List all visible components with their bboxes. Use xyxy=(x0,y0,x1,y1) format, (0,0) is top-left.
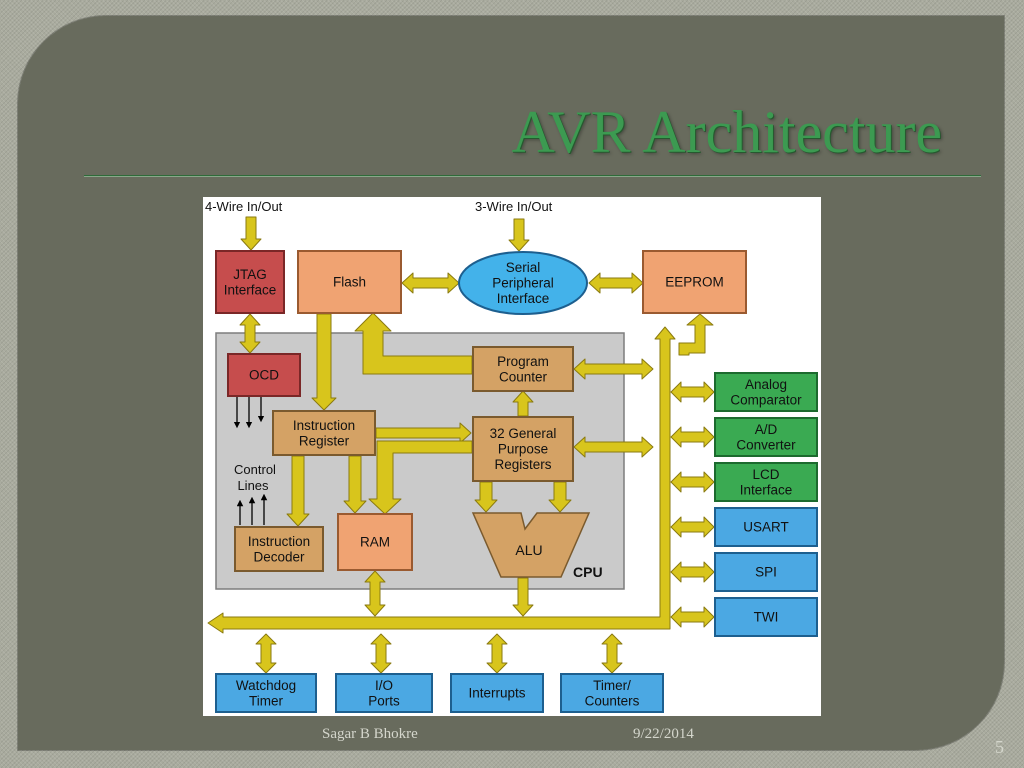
slide-title: AVR Architecture xyxy=(511,99,942,165)
bottom-bus-arrow-1 xyxy=(255,633,277,674)
serial-peripheral-interface-label-1: Serial xyxy=(506,260,541,275)
pc-flash-arrow xyxy=(354,312,473,375)
gp-bus-arrow xyxy=(573,436,654,458)
program-counter-block xyxy=(472,346,574,392)
timers-block xyxy=(560,673,664,713)
ram-bus-arrow xyxy=(364,570,386,617)
pc-bus-arrow xyxy=(573,358,654,380)
alu-bus-arrow xyxy=(512,577,534,617)
program-counter-label-2: Counter xyxy=(499,369,548,384)
interrupts-block xyxy=(450,673,544,713)
flash-block xyxy=(297,250,402,314)
ram-block xyxy=(337,513,413,571)
ocd-block xyxy=(227,353,301,397)
four-wire-label: 4-Wire In/Out xyxy=(205,199,283,214)
timers-label-1: Timer/ xyxy=(593,678,631,693)
flash-spi-arrow xyxy=(401,272,460,294)
spi-input-arrow xyxy=(508,218,530,252)
watchdog-label-2: Timer xyxy=(249,693,283,708)
io-ports-block xyxy=(335,673,433,713)
three-wire-label: 3-Wire In/Out xyxy=(475,199,553,214)
gp-alu-arrow-2 xyxy=(548,481,572,513)
eeprom-label-1: EEPROM xyxy=(665,275,724,290)
gp-registers-label-2: Purpose xyxy=(498,442,548,457)
watchdog-label-1: Watchdog xyxy=(236,678,296,693)
peripheral-bus-arrow-2 xyxy=(670,426,715,448)
spi-eeprom-arrow xyxy=(588,272,644,294)
twi-label-1: TWI xyxy=(754,610,779,625)
flash-ir-arrow xyxy=(311,313,337,411)
control-lines-label-2: Lines xyxy=(237,478,269,493)
jtag-label-2: Interface xyxy=(224,282,277,297)
gp-ram-arrow xyxy=(368,440,473,515)
io-ports-label-1: I/O xyxy=(375,678,393,693)
gp-registers-label-3: Registers xyxy=(494,457,551,472)
lcd-interface-label-1: LCD xyxy=(752,467,779,482)
serial-peripheral-interface-label-3: Interface xyxy=(497,291,550,306)
control-lines-label-1: Control xyxy=(234,462,276,477)
ir-decoder-arrow xyxy=(286,455,310,527)
analog-comparator-label-2: Comparator xyxy=(730,392,802,407)
ad-converter-label-1: A/D xyxy=(755,422,778,437)
interrupts-label-1: Interrupts xyxy=(468,686,525,701)
instruction-register-block xyxy=(272,410,376,456)
page-number: 5 xyxy=(995,737,1004,757)
ad-converter-block xyxy=(714,417,818,457)
lcd-interface-label-2: Interface xyxy=(740,482,793,497)
ir-ram-arrow xyxy=(343,455,367,514)
usart-label-1: USART xyxy=(743,520,789,535)
gp-alu-arrow-1 xyxy=(474,481,498,513)
program-counter-label-1: Program xyxy=(497,354,549,369)
gp-registers-block xyxy=(472,416,574,482)
bottom-bus-arrow-4 xyxy=(601,633,623,674)
ram-label-1: RAM xyxy=(360,535,390,550)
timers-label-2: Counters xyxy=(585,693,640,708)
gp-pc-arrow xyxy=(512,390,534,417)
serial-peripheral-interface-label-2: Peripheral xyxy=(492,276,554,291)
io-ports-label-2: Ports xyxy=(368,693,400,708)
jtag-block xyxy=(215,250,285,314)
usart-block xyxy=(714,507,818,547)
jtag-label-1: JTAG xyxy=(233,267,267,282)
peripheral-bus-arrow-5 xyxy=(670,561,715,583)
alu-label: ALU xyxy=(515,542,542,558)
instruction-register-label-2: Register xyxy=(299,433,350,448)
lcd-interface-block xyxy=(714,462,818,502)
eeprom-block xyxy=(642,250,747,314)
bus-arrows xyxy=(207,216,715,674)
bottom-bus-arrow-3 xyxy=(486,633,508,674)
instruction-register-label-1: Instruction xyxy=(293,418,355,433)
analog-comparator-label-1: Analog xyxy=(745,377,787,392)
peripheral-bus-arrow-1 xyxy=(670,381,715,403)
cpu-label: CPU xyxy=(573,564,603,580)
flash-label-1: Flash xyxy=(333,275,366,290)
ir-gp-arrow xyxy=(375,422,472,444)
gp-registers-label-1: 32 General xyxy=(490,426,557,441)
peripheral-bus-arrow-4 xyxy=(670,516,715,538)
peripheral-bus-arrow-3 xyxy=(670,471,715,493)
watchdog-block xyxy=(215,673,317,713)
footer-date: 9/22/2014 xyxy=(633,726,694,742)
peripheral-bus-arrow-6 xyxy=(670,606,715,628)
ad-converter-label-2: Converter xyxy=(736,437,796,452)
serial-peripheral-interface-block xyxy=(458,251,588,315)
title-divider xyxy=(84,175,981,177)
bottom-bus-arrow-2 xyxy=(370,633,392,674)
analog-comparator-block xyxy=(714,372,818,412)
jtag-input-arrow xyxy=(240,216,262,251)
footer-author: Sagar B Bhokre xyxy=(322,726,418,742)
system-bus xyxy=(207,326,676,634)
alu-block xyxy=(471,512,591,578)
instruction-decoder-label-2: Decoder xyxy=(253,549,305,564)
twi-block xyxy=(714,597,818,637)
instruction-decoder-block xyxy=(234,526,324,572)
spi-label-1: SPI xyxy=(755,565,777,580)
eeprom-bus-arrow xyxy=(678,313,714,356)
ocd-label-1: OCD xyxy=(249,368,279,383)
instruction-decoder-label-1: Instruction xyxy=(248,534,310,549)
spi-block xyxy=(714,552,818,592)
